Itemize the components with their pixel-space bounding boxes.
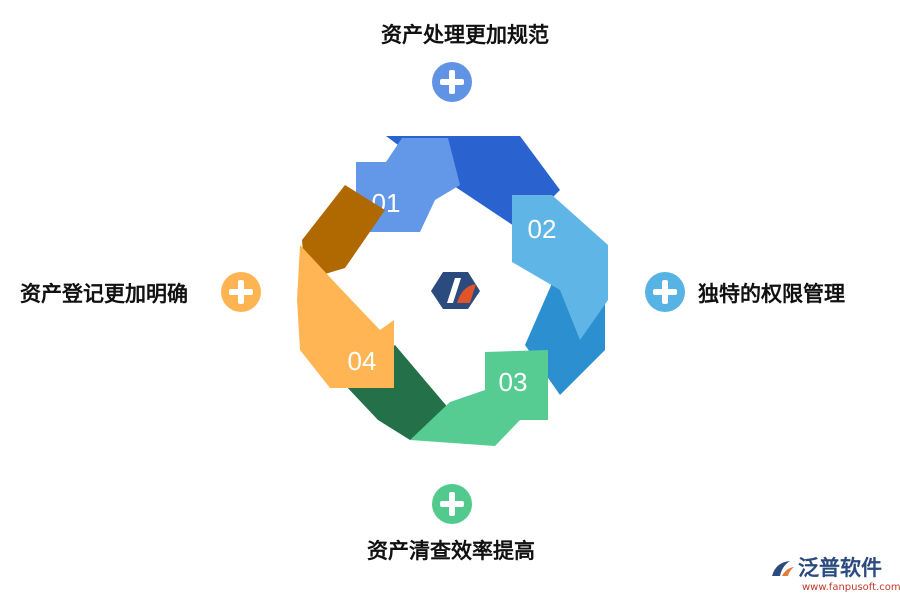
label-bottom: 资产清查效率提高 (367, 539, 535, 563)
segment-02-number: 02 (528, 214, 557, 244)
brand-logo-icon (772, 561, 794, 576)
segment-03-number: 03 (499, 367, 528, 397)
segment-02-arrow (512, 195, 608, 340)
label-top: 资产处理更加规范 (381, 23, 549, 47)
plus-icon-top (432, 62, 472, 102)
brand-url: www.fanpusoft.com (802, 582, 900, 593)
brand-name: 泛普软件 (798, 556, 882, 580)
segment-04-back (302, 185, 385, 280)
plus-icon-right (645, 272, 685, 312)
plus-icon-left (221, 272, 261, 312)
plus-icon-bottom (432, 484, 472, 524)
segment-04-number: 04 (348, 346, 377, 376)
segment-04-arrow (297, 245, 394, 388)
center-logo-icon (431, 272, 480, 309)
label-right: 独特的权限管理 (698, 282, 845, 306)
segment-04: 04 (297, 185, 394, 388)
brand-watermark: 泛普软件 www.fanpusoft.com (770, 556, 900, 596)
label-left: 资产登记更加明确 (20, 282, 188, 306)
segment-03-arrow (410, 350, 548, 446)
